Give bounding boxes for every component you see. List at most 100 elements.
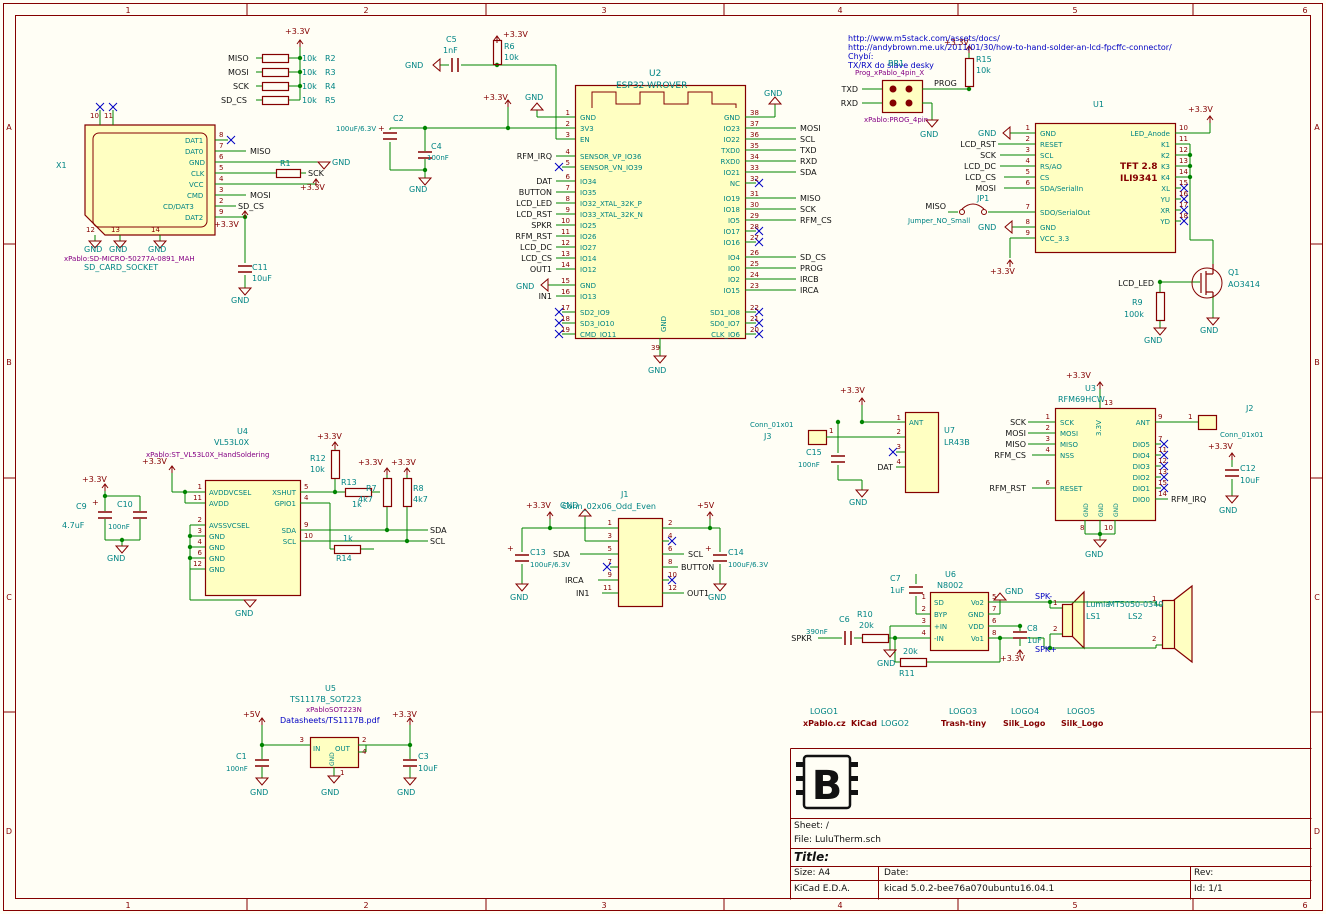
component-text: GND <box>397 788 415 797</box>
pin-number: 2 <box>362 736 366 744</box>
component-text: 100nF <box>798 461 820 469</box>
component-body <box>881 79 924 114</box>
pin-number: 2 <box>1053 625 1057 633</box>
component-text: C1 <box>236 752 247 761</box>
pin-number: 2 <box>1152 635 1156 643</box>
junction <box>1017 623 1023 629</box>
component-text: IO12 <box>580 266 596 274</box>
net-label: SCK <box>233 82 250 91</box>
pin-number: 1 <box>1152 595 1156 603</box>
pin-number: 9 <box>1158 413 1162 421</box>
connector-pin <box>889 99 897 107</box>
component-text: CLK_IO6 <box>711 331 740 339</box>
pin-number: 1 <box>566 109 570 117</box>
pin-number: 12 <box>86 226 95 234</box>
component-text: DAT1 <box>185 137 203 145</box>
resistor-symbol <box>333 544 362 555</box>
component-text: 10uF <box>252 274 272 283</box>
ground-symbol <box>854 489 870 498</box>
component-text: RESET <box>1040 141 1063 149</box>
junction <box>422 125 428 131</box>
component-body <box>309 736 360 769</box>
pin-number: 1 <box>1046 413 1050 421</box>
logo-letter: B <box>812 763 843 809</box>
power-symbol <box>504 99 512 105</box>
component-body <box>1061 603 1074 638</box>
ground-symbol <box>992 592 1008 601</box>
component-text: GND <box>84 245 102 254</box>
component-text: CD/DAT3 <box>163 203 194 211</box>
pin-number: 12 <box>1179 146 1188 154</box>
component-text: LOGO1 <box>810 707 838 716</box>
net-label: RXD <box>841 99 858 108</box>
pin-number: 10 <box>561 217 570 225</box>
logo-pin <box>850 790 858 795</box>
component-text: ANT <box>909 419 924 427</box>
component-text: IO34 <box>580 178 597 186</box>
component-text: K1 <box>1161 141 1170 149</box>
net-label: MOSI <box>800 124 821 133</box>
net-label: IN1 <box>576 589 589 598</box>
component-text: JP1 <box>976 194 989 203</box>
component-text: IO0 <box>728 265 740 273</box>
no-connect-x <box>554 329 564 339</box>
component-text: C12 <box>1240 464 1256 473</box>
pin-number: 21 <box>750 315 759 323</box>
component-text: LOGO5 <box>1067 707 1095 716</box>
component-text: C2 <box>393 114 404 123</box>
pin-number: 34 <box>750 153 759 161</box>
component-text: C11 <box>252 263 268 272</box>
net-label: LCD_DC <box>964 162 996 171</box>
pin-number: +3.3V <box>503 30 528 39</box>
resistor-symbol <box>275 168 302 179</box>
connector-pin <box>905 99 913 107</box>
pin-number: 38 <box>750 109 759 117</box>
component-text: MT5050-0340 <box>1108 600 1163 609</box>
net-label: LCD_LED <box>516 199 552 208</box>
resistor-symbol <box>899 657 928 668</box>
pin-number: 9 <box>566 206 570 214</box>
component-text: C6 <box>839 615 850 624</box>
component-text: C8 <box>1027 624 1038 633</box>
power-symbol <box>858 397 866 403</box>
junction <box>404 538 410 544</box>
component-text: 4k7 <box>358 495 373 504</box>
net-label: OUT1 <box>687 589 709 598</box>
net-label: LCD_LED <box>1118 279 1154 288</box>
field-text: Prog_xPablo_4pin_X <box>855 69 924 77</box>
component-text: GND <box>332 158 350 167</box>
note-text: Chybí: <box>848 52 873 61</box>
component-text: SD_CARD_SOCKET <box>84 263 158 272</box>
component-body <box>574 84 747 340</box>
net-label: MOSI <box>250 191 271 200</box>
component-text: R9 <box>1132 298 1143 307</box>
component-text: 100nF <box>427 154 449 162</box>
net-label: SCK <box>980 151 997 160</box>
component-text: VL53L0X <box>214 438 250 447</box>
pin-number: 15 <box>561 277 570 285</box>
component-text: R11 <box>899 669 915 678</box>
pin-number: + <box>92 498 99 507</box>
pin-number: +3.3V <box>483 93 508 102</box>
component-text: IO23 <box>724 125 740 133</box>
net-label: BUTTON <box>681 563 714 572</box>
ground-symbol <box>924 119 940 128</box>
component-text: IO25 <box>580 222 596 230</box>
component-body <box>1054 407 1157 522</box>
title-block-title: Title: <box>794 850 830 864</box>
pin-number: 6 <box>1026 179 1031 187</box>
pin-number: ILI9341 <box>1120 174 1157 184</box>
pin-number: 4 <box>668 532 673 540</box>
no-connect-x <box>754 329 764 339</box>
pin-number: 1 <box>1053 599 1057 607</box>
pin-number: 37 <box>750 120 759 128</box>
component-body <box>904 411 940 494</box>
field-text: xPablo:ST_VL53L0X_HandSoldering <box>146 451 269 459</box>
power-symbol <box>403 467 411 473</box>
component-text: +IN <box>934 623 947 631</box>
pin-number: 4 <box>219 175 224 183</box>
net-label: LCD_CS <box>965 173 996 182</box>
net-label: RFM_CS <box>800 216 832 225</box>
component-text: IO35 <box>580 189 596 197</box>
